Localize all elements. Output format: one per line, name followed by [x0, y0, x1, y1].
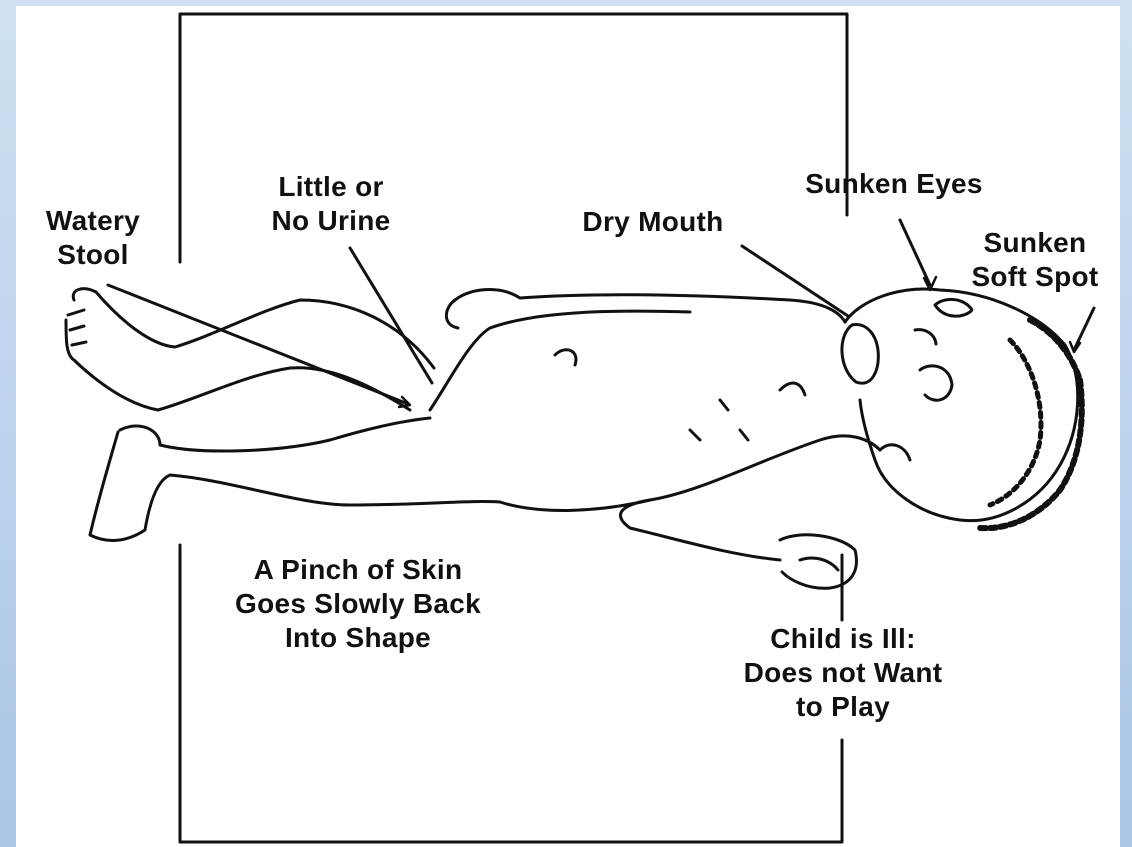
pointer-sunken-eyes — [900, 220, 930, 285]
arm — [620, 500, 780, 560]
pointer-sunken-spot — [1074, 308, 1094, 350]
label-pinch-of-skin: A Pinch of Skin Goes Slowly Back Into Sh… — [188, 553, 528, 655]
torso-belly — [430, 311, 690, 410]
label-sunken-eyes: Sunken Eyes — [764, 167, 1024, 201]
torso-top — [455, 290, 845, 322]
pointer-dry-mouth — [742, 246, 848, 316]
ear — [842, 325, 878, 384]
lower-leg — [120, 418, 430, 451]
label-child-is-ill: Child is Ill: Does not Want to Play — [698, 622, 988, 724]
eye — [935, 299, 972, 316]
pointer-little-urine — [350, 248, 432, 383]
torso-bottom — [500, 436, 880, 511]
label-little-or-no-urine: Little or No Urine — [246, 170, 416, 238]
head — [845, 289, 1078, 521]
mouth — [920, 366, 952, 400]
label-watery-stool: Watery Stool — [18, 204, 168, 272]
pointer-watery-stool — [108, 285, 408, 404]
label-sunken-soft-spot: Sunken Soft Spot — [945, 226, 1125, 294]
label-dry-mouth: Dry Mouth — [553, 205, 753, 239]
upper-leg — [73, 289, 434, 368]
